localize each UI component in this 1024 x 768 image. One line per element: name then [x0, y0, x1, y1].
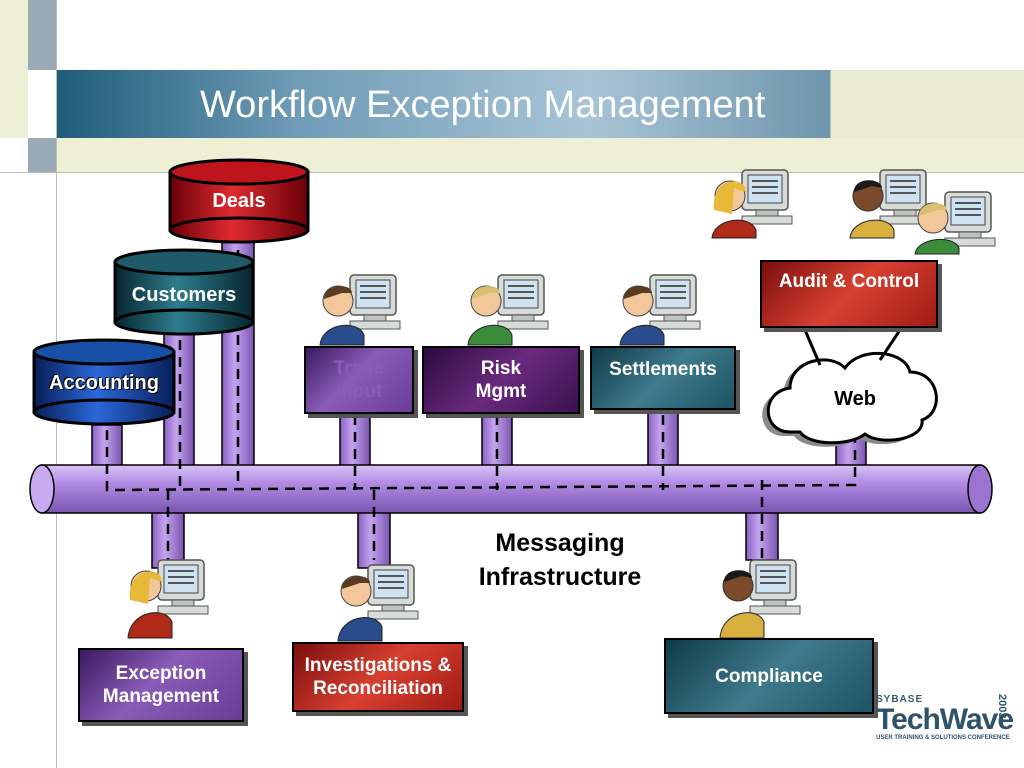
- decor-square: [28, 138, 56, 172]
- audit-control-label: Audit & Control: [778, 271, 920, 292]
- deals-db: [168, 158, 310, 244]
- person-icon: [849, 169, 931, 239]
- person-icon: [719, 559, 801, 639]
- customers-label: Customers: [131, 284, 237, 306]
- logo-year: 2003: [996, 694, 1008, 719]
- compliance-label: Compliance: [715, 665, 823, 687]
- trade-input-box: Trade Input: [304, 346, 414, 414]
- accounting-db: [32, 338, 176, 426]
- logo-tagline: USER TRAINING & SOLUTIONS CONFERENCE: [876, 735, 1010, 741]
- decor-square: [0, 70, 28, 138]
- person-icon: [319, 274, 401, 346]
- bus-label-line1: Messaging: [495, 529, 625, 557]
- investigations-label: Investigations & Reconciliation: [304, 655, 452, 699]
- risk-mgmt-box: Risk Mgmt: [422, 346, 580, 414]
- person-icon: [467, 274, 549, 346]
- person-icon: [337, 564, 419, 642]
- person-icon: [914, 191, 996, 255]
- title-rule: [0, 172, 1024, 173]
- web-cloud: [762, 329, 938, 447]
- decor-square: [28, 0, 56, 70]
- trade-input-label: Trade Input: [333, 358, 385, 402]
- customers-db: [113, 248, 255, 336]
- person-icon: [619, 274, 701, 346]
- deals-label: Deals: [212, 190, 266, 212]
- decor-square: [0, 138, 28, 172]
- person-icon: [711, 169, 793, 239]
- compliance-box: Compliance: [664, 638, 874, 714]
- settlements-box: Settlements: [590, 346, 736, 410]
- audit-control-box: Audit & Control: [760, 260, 938, 328]
- bus-label-line2: Infrastructure: [478, 563, 642, 591]
- logo-name: TechWave: [876, 703, 1014, 736]
- exception-management-box: Exception Management: [78, 648, 244, 722]
- exception-management-label: Exception Management: [102, 663, 220, 707]
- accounting-label: Accounting: [49, 372, 159, 394]
- web-label: Web: [834, 388, 876, 410]
- logo-brand: SYBASE: [876, 694, 924, 705]
- investigations-box: Investigations & Reconciliation: [292, 642, 464, 712]
- title-banner: [56, 70, 1024, 138]
- person-icon: [127, 559, 209, 639]
- settlements-label: Settlements: [609, 359, 717, 380]
- messaging-infrastructure-label: Messaging Infrastructure: [450, 526, 670, 594]
- techwave-logo: SYBASE TechWave 2003 USER TRAINING & SOL…: [876, 694, 1016, 762]
- risk-mgmt-label: Risk Mgmt: [475, 358, 527, 402]
- decor-square: [0, 0, 28, 70]
- slide-title: Workflow Exception Management: [200, 84, 766, 126]
